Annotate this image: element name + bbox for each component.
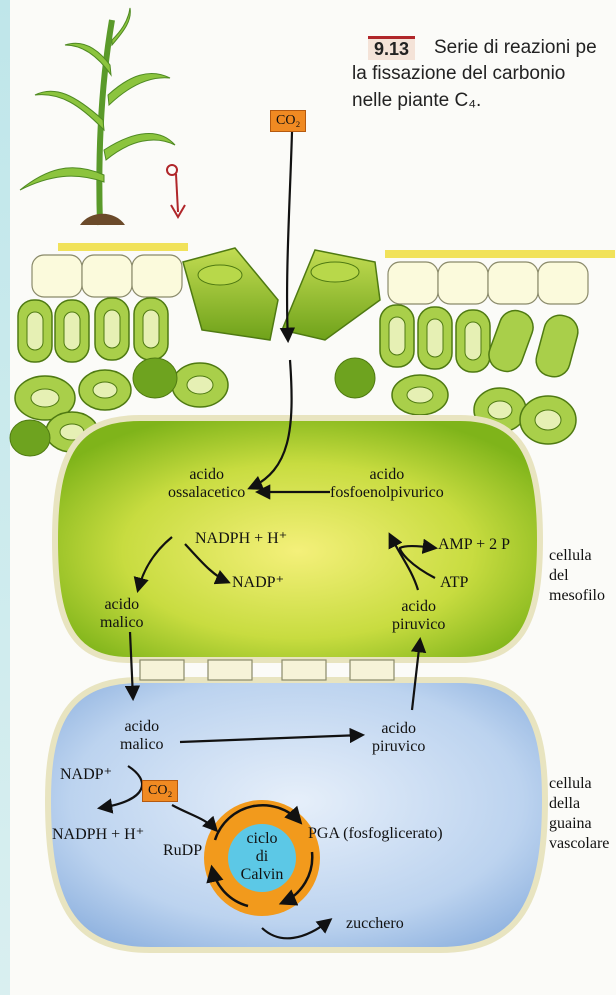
- co2-input-box: CO₂: [270, 110, 307, 132]
- label-pep: acido fosfoenolpivurico: [330, 466, 444, 502]
- label-sheath-malic: acido malico: [120, 718, 164, 754]
- label-amp: AMP + 2 P: [438, 536, 511, 553]
- pep-word-2: fosfoenolpivurico: [330, 484, 444, 501]
- mesophyll-malic-word-1: acido: [104, 596, 140, 613]
- label-calvin-cycle: ciclo di Calvin: [234, 830, 290, 884]
- label-atp: ATP: [440, 574, 469, 591]
- mesophyll-cell-word-3: mesofilo: [549, 587, 605, 604]
- oxaloacetic-word-1: acido: [189, 466, 224, 483]
- label-sheath-nadp: NADP⁺: [60, 766, 113, 783]
- label-oxaloacetic: acido ossalacetico: [168, 466, 245, 502]
- label-mesophyll-pyruvic: acido piruvico: [392, 598, 445, 634]
- calvin-cycle: [204, 800, 320, 916]
- label-pga: PGA (fosfoglicerato): [308, 825, 443, 842]
- label-rudp: RuDP: [163, 842, 203, 859]
- label-mesophyll-nadph: NADPH + H⁺: [195, 530, 288, 547]
- co2-released-box: CO₂: [142, 780, 179, 802]
- leaf-cross-section: [9, 243, 615, 457]
- label-sugar: zucchero: [346, 915, 404, 932]
- sheath-cell-word-2: della: [549, 795, 581, 812]
- oxaloacetic-word-2: ossalacetico: [168, 484, 246, 501]
- caption-line-3: nelle piante C₄.: [352, 90, 482, 111]
- sheath-malic-word-2: malico: [120, 736, 164, 753]
- plasmodesmata: [139, 659, 395, 681]
- mesophyll-cell-word-2: del: [549, 567, 569, 584]
- caption-line-1: Serie di reazioni pe: [434, 37, 597, 58]
- pep-word-1: acido: [369, 466, 405, 483]
- label-sheath-pyruvic: acido piruvico: [372, 720, 425, 756]
- corn-plant-illustration: [19, 7, 186, 226]
- sheath-pyruvic-word-2: piruvico: [372, 738, 426, 755]
- mesophyll-pyruvic-word-1: acido: [401, 598, 436, 615]
- sheath-cell-word-3: guaina: [549, 815, 592, 832]
- page-edge-strip: [0, 0, 10, 995]
- calvin-word-1: ciclo: [246, 830, 278, 847]
- sheath-malic-word-1: acido: [124, 718, 160, 735]
- caption-line-2: la fissazione del carbonio: [352, 63, 566, 84]
- label-sheath-nadph: NADPH + H⁺: [52, 826, 145, 843]
- label-mesophyll-nadp: NADP⁺: [232, 574, 285, 591]
- mesophyll-cell-word-1: cellula: [549, 547, 592, 564]
- sheath-cell-word-1: cellula: [549, 775, 592, 792]
- mesophyll-pyruvic-word-2: piruvico: [392, 616, 446, 633]
- mesophyll-cell: [51, 415, 544, 663]
- label-sheath-cell: cellula della guaina vascolare: [549, 774, 609, 854]
- calvin-word-3: Calvin: [240, 866, 284, 883]
- label-mesophyll-cell: cellula del mesofilo: [549, 546, 605, 606]
- figure-number: 9.13: [368, 36, 416, 60]
- reaction-arrows: [96, 131, 439, 940]
- mesophyll-malic-word-2: malico: [100, 614, 144, 631]
- label-mesophyll-malic: acido malico: [100, 596, 144, 632]
- sheath-cell-word-4: vascolare: [549, 835, 610, 852]
- sheath-pyruvic-word-1: acido: [381, 720, 416, 737]
- calvin-word-2: di: [255, 848, 269, 865]
